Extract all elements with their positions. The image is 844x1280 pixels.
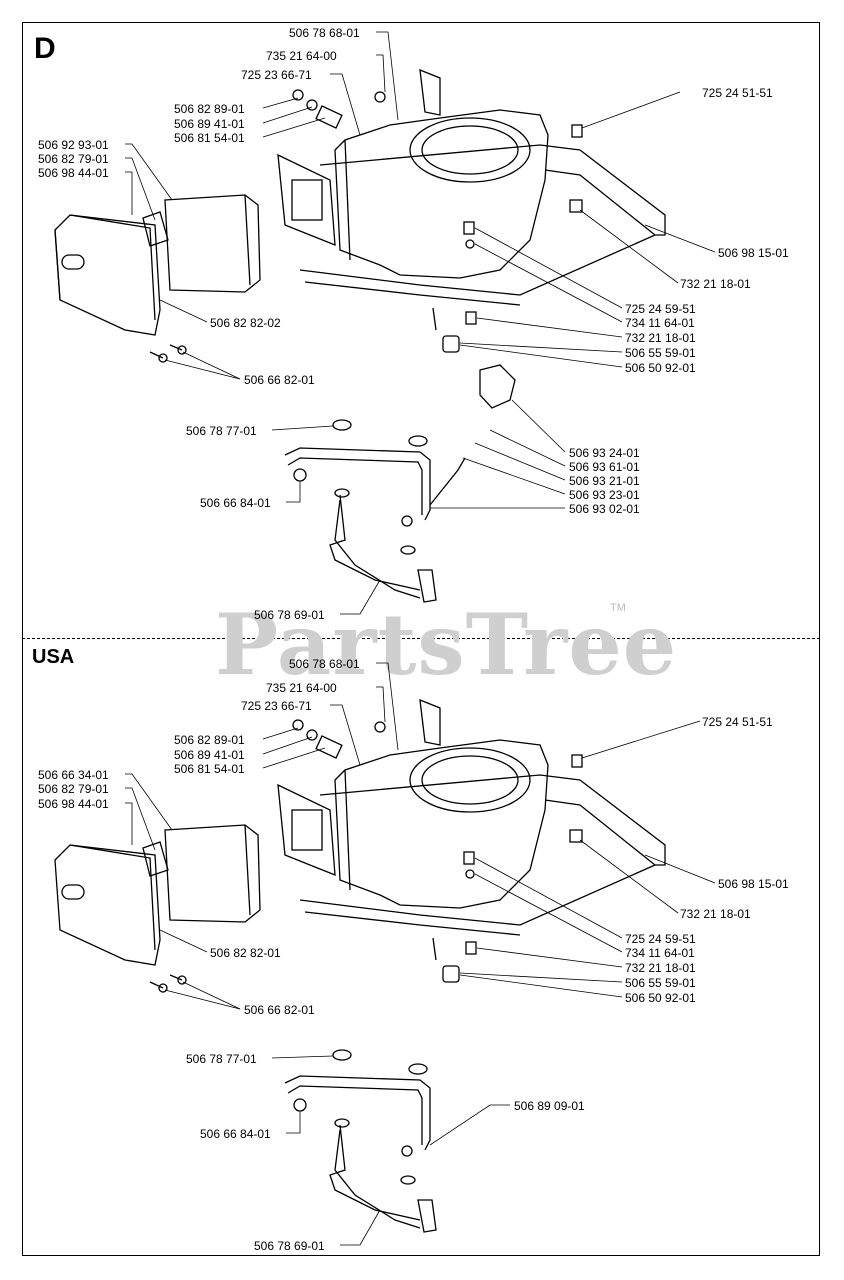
part-label: 734 11 64-01	[625, 316, 695, 330]
part-label: 506 78 77-01	[186, 424, 257, 438]
part-label: 732 21 18-01	[625, 961, 696, 975]
part-label: 506 93 23-01	[569, 488, 640, 502]
part-label: 506 82 89-01	[174, 733, 245, 747]
part-label: 506 78 68-01	[289, 26, 360, 40]
part-label: 506 82 79-01	[38, 782, 109, 796]
part-label: 506 92 93-01	[38, 138, 109, 152]
part-label: 506 81 54-01	[174, 131, 245, 145]
section-label-usa: USA	[32, 646, 75, 668]
part-label: 506 89 41-01	[174, 117, 245, 131]
part-label: 732 21 18-01	[680, 907, 751, 921]
part-label: 725 24 51-51	[702, 86, 773, 100]
part-label: 506 98 44-01	[38, 797, 109, 811]
part-label: 725 23 66-71	[241, 68, 312, 82]
part-label: 506 82 82-01	[210, 946, 281, 960]
part-label: 506 78 69-01	[254, 1239, 325, 1253]
part-label: 506 93 02-01	[569, 502, 640, 516]
part-label: 506 82 79-01	[38, 152, 109, 166]
part-label: 506 66 84-01	[200, 1127, 271, 1141]
part-label: 506 89 09-01	[514, 1099, 585, 1113]
part-label: 506 55 59-01	[625, 346, 696, 360]
sheet-border	[22, 22, 820, 1256]
part-label: 506 81 54-01	[174, 762, 245, 776]
part-label: 506 93 24-01	[569, 446, 640, 460]
part-label: 506 98 15-01	[718, 877, 789, 891]
part-label: 506 66 82-01	[244, 373, 315, 387]
part-label: 506 98 15-01	[718, 246, 789, 260]
part-label: 735 21 64-00	[266, 681, 337, 695]
part-label: 725 24 59-51	[625, 932, 696, 946]
part-label: 506 50 92-01	[625, 991, 696, 1005]
part-label: 506 66 84-01	[200, 496, 271, 510]
section-label-d: D	[34, 32, 56, 65]
part-label: 735 21 64-00	[266, 49, 337, 63]
part-label: 732 21 18-01	[625, 331, 696, 345]
section-divider	[22, 638, 820, 639]
part-label: 734 11 64-01	[625, 946, 695, 960]
part-label: 506 66 82-01	[244, 1003, 315, 1017]
part-label: 506 78 69-01	[254, 608, 325, 622]
part-label: 506 78 77-01	[186, 1052, 257, 1066]
watermark: PartsTree	[215, 595, 678, 694]
part-label: 725 24 59-51	[625, 302, 696, 316]
part-label: 506 50 92-01	[625, 361, 696, 375]
part-label: 506 98 44-01	[38, 166, 109, 180]
part-label: 725 23 66-71	[241, 699, 312, 713]
part-label: 506 55 59-01	[625, 976, 696, 990]
part-label: 506 89 41-01	[174, 748, 245, 762]
part-label: 506 82 89-01	[174, 102, 245, 116]
part-label: 506 93 21-01	[569, 474, 640, 488]
part-label: 506 78 68-01	[289, 657, 360, 671]
part-label: 732 21 18-01	[680, 277, 751, 291]
part-label: 506 93 61-01	[569, 460, 640, 474]
part-label: 506 82 82-02	[210, 316, 281, 330]
part-label: 725 24 51-51	[702, 715, 773, 729]
watermark-tm: TM	[610, 602, 626, 614]
part-label: 506 66 34-01	[38, 768, 109, 782]
